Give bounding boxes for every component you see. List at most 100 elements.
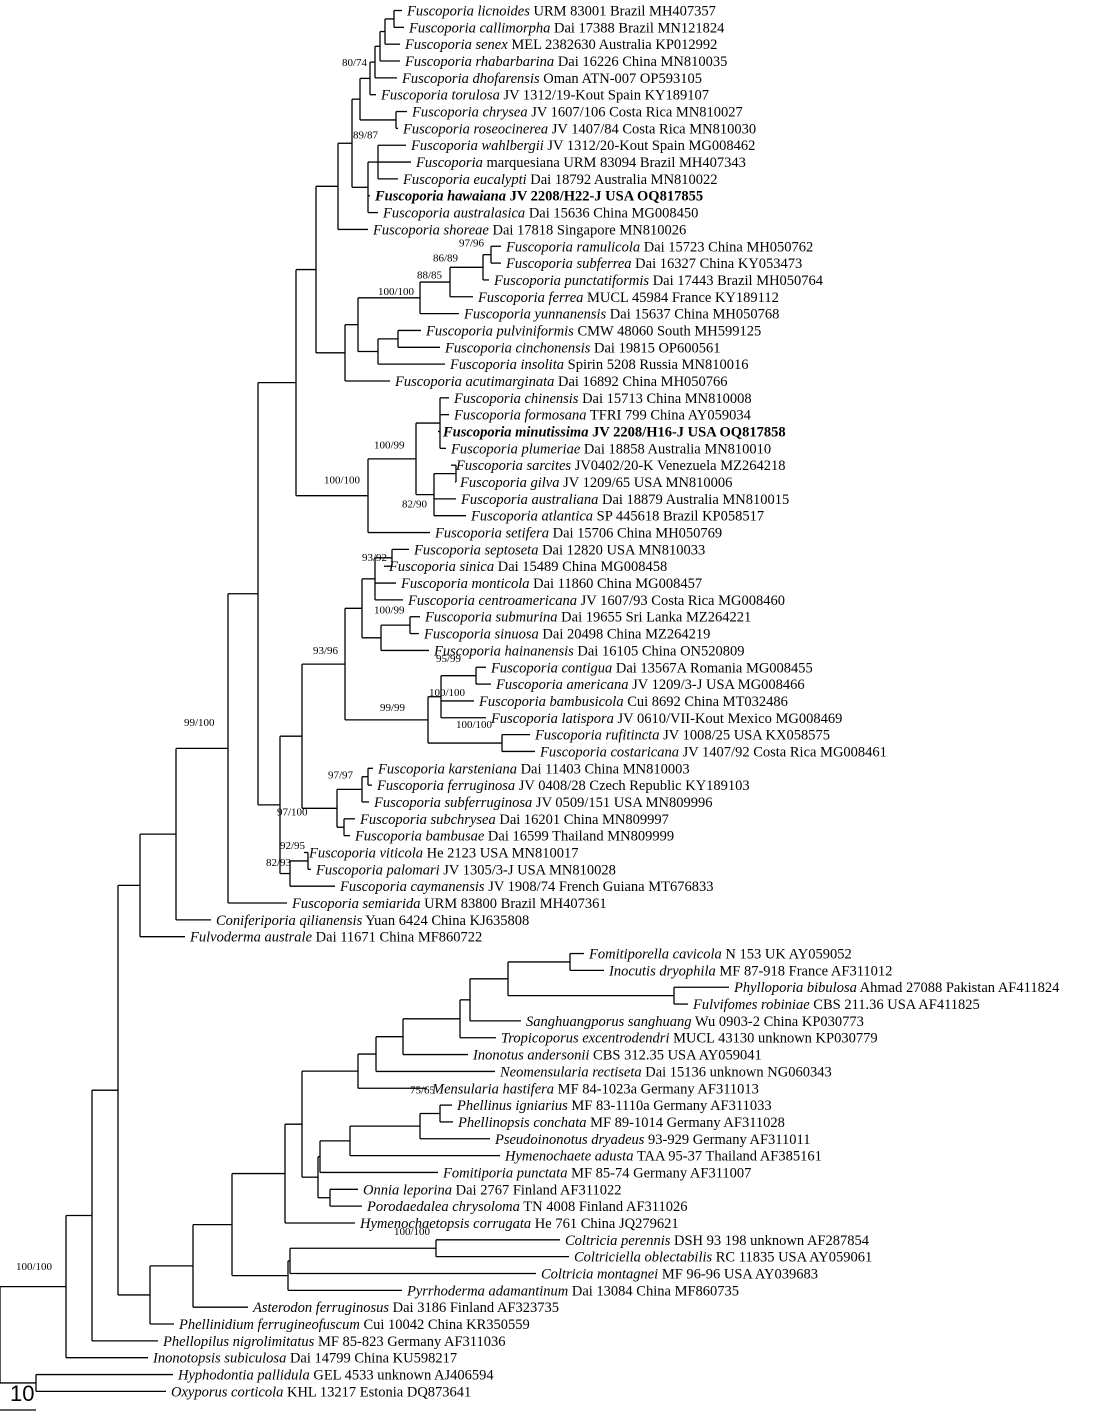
taxon-name: Fuscoporia cinchonensis [444, 340, 591, 356]
taxon-label: Fuscoporia licnoides URM 83001 Brazil MH… [406, 4, 716, 20]
taxon-name: Coltriciella oblectabilis [574, 1250, 712, 1266]
taxon-name: Tropicoporus excentrodendri [501, 1031, 669, 1047]
taxon-name: Fuscoporia monticola [400, 576, 529, 592]
taxon-name: Fuscoporia roseocinerea [402, 121, 548, 137]
taxon-label: Hymenochaetopsis corrugata He 761 China … [359, 1216, 679, 1232]
taxon-label: Inocutis dryophila MF 87-918 France AF31… [608, 963, 892, 979]
taxon-label: Fuscoporia latispora JV 0610/VII-Kout Me… [490, 711, 842, 727]
taxon-voucher: JV 1407/84 Costa Rica MN810030 [548, 121, 756, 137]
taxon-voucher: MUCL 45984 France KY189112 [583, 290, 778, 306]
taxon-name: Fuscoporia chrysea [411, 105, 528, 121]
taxon-voucher: JV 1008/25 USA KX058575 [659, 728, 830, 744]
taxon-label: Asterodon ferruginosus Dai 3186 Finland … [252, 1300, 559, 1316]
taxon-name: Fuscoporia subferruginosa [373, 795, 532, 811]
taxon-voucher: Dai 3186 Finland AF323735 [389, 1300, 559, 1316]
taxon-label: Fuscoporia roseocinerea JV 1407/84 Costa… [402, 121, 756, 137]
taxon-name: Fuscoporia viticola [308, 846, 423, 862]
taxon-label: Phellinidium ferrugineofuscum Cui 10042 … [178, 1317, 530, 1333]
support-value: 89/87 [353, 129, 379, 141]
taxon-voucher: Dai 20498 China MZ264219 [539, 627, 711, 643]
taxon-name: Fuscoporia shoreae [372, 222, 489, 238]
taxon-name: Mensularia hastifera [431, 1081, 554, 1097]
taxon-name: Hyphodontia pallidula [177, 1368, 310, 1384]
taxon-label: Fuscoporia atlantica SP 445618 Brazil KP… [470, 509, 764, 525]
taxon-label: Fuscoporia bambusae Dai 16599 Thailand M… [354, 829, 674, 845]
taxon-voucher: TFRI 799 China AY059034 [587, 408, 752, 424]
taxon-label: Fuscoporia wahlbergii JV 1312/20-Kout Sp… [410, 138, 755, 154]
support-value: 82/90 [402, 498, 428, 510]
taxon-name: Oxyporus corticola [171, 1384, 283, 1400]
taxon-name: Pseudoinonotus dryadeus [494, 1132, 645, 1148]
taxon-voucher: DSH 93 198 unknown AF287854 [670, 1233, 869, 1249]
support-value: 75/65 [410, 1084, 436, 1096]
taxon-voucher: JV 2208/H22-J USA OQ817855 [506, 189, 703, 205]
taxon-voucher: Dai 2767 Finland AF311022 [452, 1182, 621, 1198]
taxon-name: Fuscoporia pulviniformis [425, 323, 574, 339]
taxon-label: Fuscoporia rufitincta JV 1008/25 USA KX0… [534, 728, 830, 744]
taxon-voucher: Dai 15723 China MH050762 [640, 239, 813, 255]
taxon-voucher: Dai 17818 Singapore MN810026 [489, 222, 686, 238]
taxon-label: Coltriciella oblectabilis RC 11835 USA A… [574, 1250, 872, 1266]
taxon-voucher: RC 11835 USA AY059061 [712, 1250, 872, 1266]
taxon-label: Tropicoporus excentrodendri MUCL 43130 u… [501, 1031, 878, 1047]
taxon-label: Onnia leporina Dai 2767 Finland AF311022 [363, 1182, 621, 1198]
taxon-name: Fuscoporia australasica [382, 206, 525, 222]
taxon-voucher: Dai 16599 Thailand MN809999 [484, 829, 674, 845]
taxon-voucher: He 761 China JQ279621 [531, 1216, 678, 1232]
taxon-voucher: N 153 UK AY059052 [722, 947, 852, 963]
taxon-voucher: JV 0610/VII-Kout Mexico MG008469 [614, 711, 843, 727]
taxon-voucher: Oman ATN-007 OP593105 [540, 71, 702, 87]
taxon-voucher: Dai 17388 Brazil MN121824 [550, 20, 725, 36]
taxon-name: Fuscoporia semiarida [291, 896, 420, 912]
taxon-name: Fuscoporia torulosa [380, 88, 500, 104]
taxon-name: Fuscoporia costaricana [539, 744, 679, 760]
taxon-name: Fuscoporia eucalypti [402, 172, 527, 188]
taxon-voucher: Dai 15713 China MN810008 [578, 391, 751, 407]
taxon-voucher: Dai 11403 China MN810003 [517, 761, 690, 777]
taxon-name: Inocutis dryophila [608, 963, 716, 979]
taxon-label: Fuscoporia dhofarensis Oman ATN-007 OP59… [401, 71, 702, 87]
taxon-voucher: Dai 17443 Brazil MH050764 [649, 273, 824, 289]
taxon-voucher: Dai 16105 China ON520809 [574, 643, 745, 659]
support-value: 93/96 [313, 645, 339, 657]
support-value: 97/97 [328, 769, 354, 781]
taxon-label: Fuscoporia hainanensis Dai 16105 China O… [433, 643, 745, 659]
taxon-label: Phellopilus nigrolimitatus MF 85-823 Ger… [162, 1334, 506, 1350]
taxon-voucher: JV 0408/28 Czech Republic KY189103 [515, 778, 750, 794]
taxon-label: Fulvoderma australe Dai 11671 China MF86… [189, 930, 482, 946]
support-value: 97/100 [277, 806, 308, 818]
taxon-voucher: Cui 10042 China KR350559 [360, 1317, 530, 1333]
support-value: 95/99 [436, 653, 462, 665]
taxon-voucher: Dai 16892 China MH050766 [554, 374, 727, 390]
taxon-label: Fuscoporia marquesiana URM 83094 Brazil … [415, 155, 746, 171]
taxon-name: Fuscoporia subferrea [505, 256, 632, 272]
taxon-label: Fuscoporia setifera Dai 15706 China MH05… [434, 526, 722, 542]
taxon-name: Fuscoporia americana [495, 677, 629, 693]
taxon-name: Pyrrhoderma adamantinum [406, 1283, 568, 1299]
taxon-label: Fuscoporia caymanensis JV 1908/74 French… [339, 879, 713, 895]
taxon-name: Phellinopsis conchata [457, 1115, 586, 1131]
taxon-label: Fuscoporia ramulicola Dai 15723 China MH… [505, 239, 813, 255]
taxon-name: Phellopilus nigrolimitatus [162, 1334, 315, 1350]
taxon-voucher: Dai 15706 China MH050769 [549, 526, 722, 542]
taxon-name: Fuscoporia chinensis [453, 391, 579, 407]
taxon-name: Fuscoporia hawaiana [374, 189, 506, 205]
taxon-voucher: Cui 8692 China MT032486 [624, 694, 788, 710]
taxon-name: Porodaedalea chrysoloma [366, 1199, 520, 1215]
taxon-label: Fuscoporia torulosa JV 1312/19-Kout Spai… [380, 88, 709, 104]
taxon-label: Fuscoporia minutissima JV 2208/H16-J USA… [442, 425, 786, 441]
taxon-name: Fuscoporia [415, 155, 483, 171]
taxon-voucher: MF 96-96 USA AY039683 [658, 1267, 818, 1283]
taxon-name: Hymenochaete adusta [504, 1149, 633, 1165]
taxon-voucher: Dai 15636 China MG008450 [525, 206, 698, 222]
taxon-label: Fuscoporia callimorpha Dai 17388 Brazil … [408, 20, 725, 36]
taxon-name: Fuscoporia centroamericana [407, 593, 577, 609]
taxon-name: Inonotopsis subiculosa [152, 1351, 286, 1367]
taxon-name: Fuscoporia acutimarginata [394, 374, 554, 390]
taxon-name: Fuscoporia formosana [453, 408, 587, 424]
taxon-label: Fuscoporia chrysea JV 1607/106 Costa Ric… [411, 105, 743, 121]
taxon-name: Coniferiporia qilianensis [216, 913, 363, 929]
taxon-voucher: Dai 16327 China KY053473 [632, 256, 803, 272]
taxon-name: Fuscoporia callimorpha [408, 20, 550, 36]
taxon-voucher: Dai 12820 USA MN810033 [538, 542, 705, 558]
